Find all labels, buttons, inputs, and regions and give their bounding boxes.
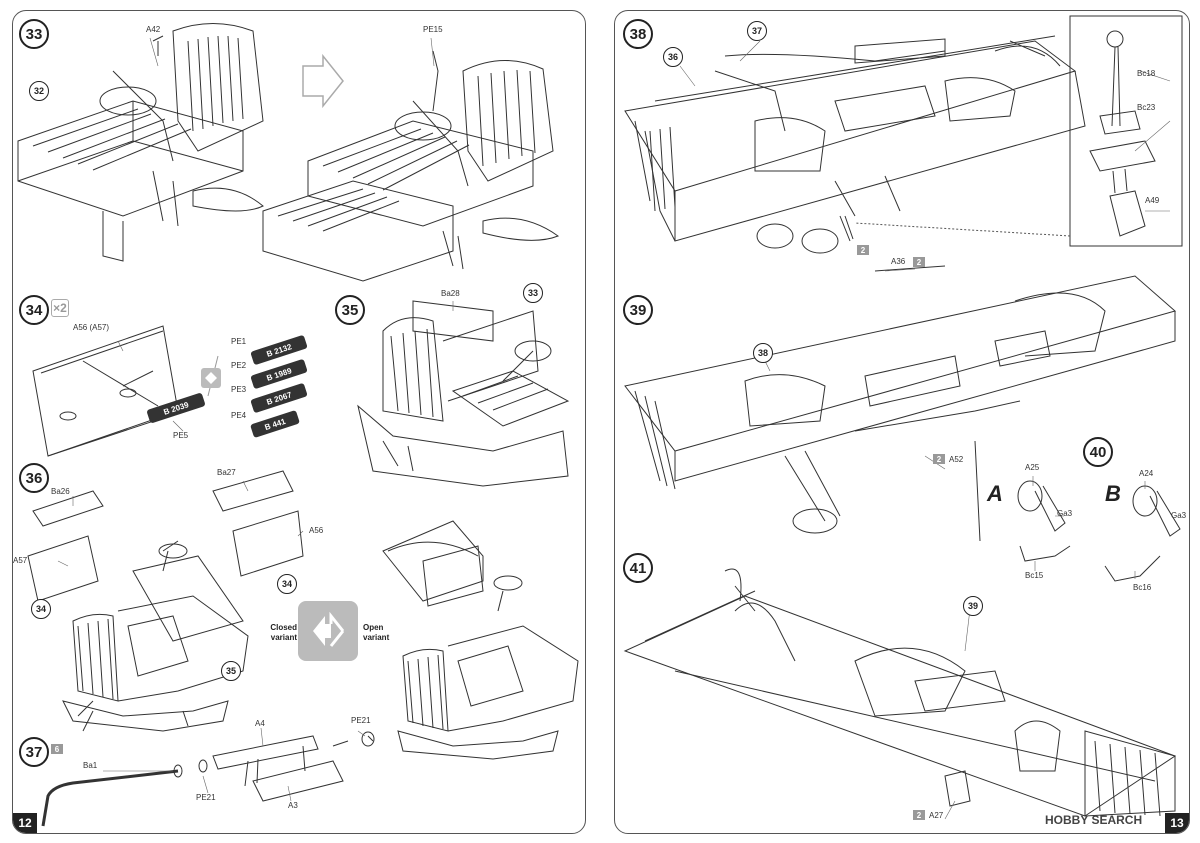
label-a4: A4 xyxy=(255,719,265,728)
label-ba1: Ba1 xyxy=(83,761,98,770)
step34-side-panel-drawing xyxy=(32,325,219,457)
ref-33: 33 xyxy=(523,283,543,303)
step-35: 35 xyxy=(335,295,365,325)
instruction-page-right: 38 39 40 41 37 36 38 39 2 2 2 2 Bc18 Bc2… xyxy=(614,10,1190,834)
ref-36: 36 xyxy=(663,47,683,67)
label-a24: A24 xyxy=(1139,469,1154,478)
label-pe2: PE2 xyxy=(231,361,247,370)
ref-32: 32 xyxy=(29,81,49,101)
label-pe1: PE1 xyxy=(231,337,247,346)
ref-34a: 34 xyxy=(31,599,51,619)
label-pe21a: PE21 xyxy=(196,793,216,802)
page-number-right: 13 xyxy=(1165,813,1189,833)
detail-inset-frame xyxy=(1069,15,1183,247)
watermark: HOBBY SEARCH xyxy=(1045,813,1143,827)
paint-badge-1: 2 xyxy=(857,245,869,255)
label-ga3a: Ga3 xyxy=(1057,509,1073,518)
label-bc23: Bc23 xyxy=(1137,103,1156,112)
page-number-left: 12 xyxy=(13,813,37,833)
label-ga3b: Ga3 xyxy=(1171,511,1187,520)
step36-open-drawing xyxy=(382,520,579,760)
label-pe21b: PE21 xyxy=(351,716,371,725)
step-36: 36 xyxy=(19,463,49,493)
step36-closed-drawing xyxy=(27,470,304,732)
right-page-drawings xyxy=(623,15,1183,820)
step-34: 34 xyxy=(19,295,49,325)
ref-34b: 34 xyxy=(277,574,297,594)
label-pe5: PE5 xyxy=(173,431,189,440)
step40-variant-a-drawing xyxy=(1017,480,1071,562)
label-a56a57: A56 (A57) xyxy=(73,323,110,332)
step-41: 41 xyxy=(623,553,653,583)
label-a57: A57 xyxy=(13,556,28,565)
step37-exhaust-drawing xyxy=(41,731,375,827)
multiplier-value: 2 xyxy=(60,301,67,315)
label-a42: A42 xyxy=(146,25,161,34)
label-a27: A27 xyxy=(929,811,944,820)
quantity-multiplier: ×2 xyxy=(51,299,69,317)
left-page-drawings xyxy=(17,23,579,827)
step-39: 39 xyxy=(623,295,653,325)
ref-38: 38 xyxy=(753,343,773,363)
ref-37: 37 xyxy=(747,21,767,41)
label-a52: A52 xyxy=(949,455,964,464)
label-ba26: Ba26 xyxy=(51,487,70,496)
paint-badge: 6 xyxy=(51,744,63,754)
label-a36: A36 xyxy=(891,257,906,266)
label-bc18: Bc18 xyxy=(1137,69,1156,78)
label-a56: A56 xyxy=(309,526,324,535)
variant-b-letter: B xyxy=(1105,481,1121,506)
step34-swap-icon xyxy=(201,368,221,388)
step-40: 40 xyxy=(1083,437,1113,467)
ref-39: 39 xyxy=(963,596,983,616)
step38-chassis-drawing xyxy=(624,35,1086,254)
paint-badge-3: 2 xyxy=(933,454,945,464)
step-38: 38 xyxy=(623,19,653,49)
step33-assembly-drawing-2 xyxy=(262,50,560,282)
swap-variant-icon xyxy=(298,601,358,661)
label-bc16: Bc16 xyxy=(1133,583,1152,592)
step-33: 33 xyxy=(19,19,49,49)
paint-badge-2: 2 xyxy=(913,257,925,267)
gear-lever-detail-drawing xyxy=(1089,30,1156,237)
label-bc15: Bc15 xyxy=(1025,571,1044,580)
instruction-page-left: 33 34 ×2 35 36 37 6 32 33 34 34 35 A42 P… xyxy=(12,10,586,834)
open-variant-text: Open variant xyxy=(363,623,390,642)
step41-chassis-drawing xyxy=(623,568,1177,817)
label-a49: A49 xyxy=(1145,196,1160,205)
step33-arrow xyxy=(302,53,344,109)
label-a3: A3 xyxy=(288,801,298,810)
label-ba27: Ba27 xyxy=(217,468,236,477)
label-ba28: Ba28 xyxy=(441,289,460,298)
step-37: 37 xyxy=(19,737,49,767)
label-pe3: PE3 xyxy=(231,385,247,394)
label-pe15: PE15 xyxy=(423,25,443,34)
closed-variant-text: Closed variant xyxy=(270,623,297,642)
step35-assembly-drawing xyxy=(357,300,570,487)
label-a25: A25 xyxy=(1025,463,1040,472)
ref-35: 35 xyxy=(221,661,241,681)
step39-chassis-drawing xyxy=(624,265,1177,542)
step33-assembly-drawing xyxy=(17,23,264,262)
paint-badge-4: 2 xyxy=(913,810,925,820)
label-pe4: PE4 xyxy=(231,411,247,420)
variant-a-letter: A xyxy=(987,481,1003,506)
